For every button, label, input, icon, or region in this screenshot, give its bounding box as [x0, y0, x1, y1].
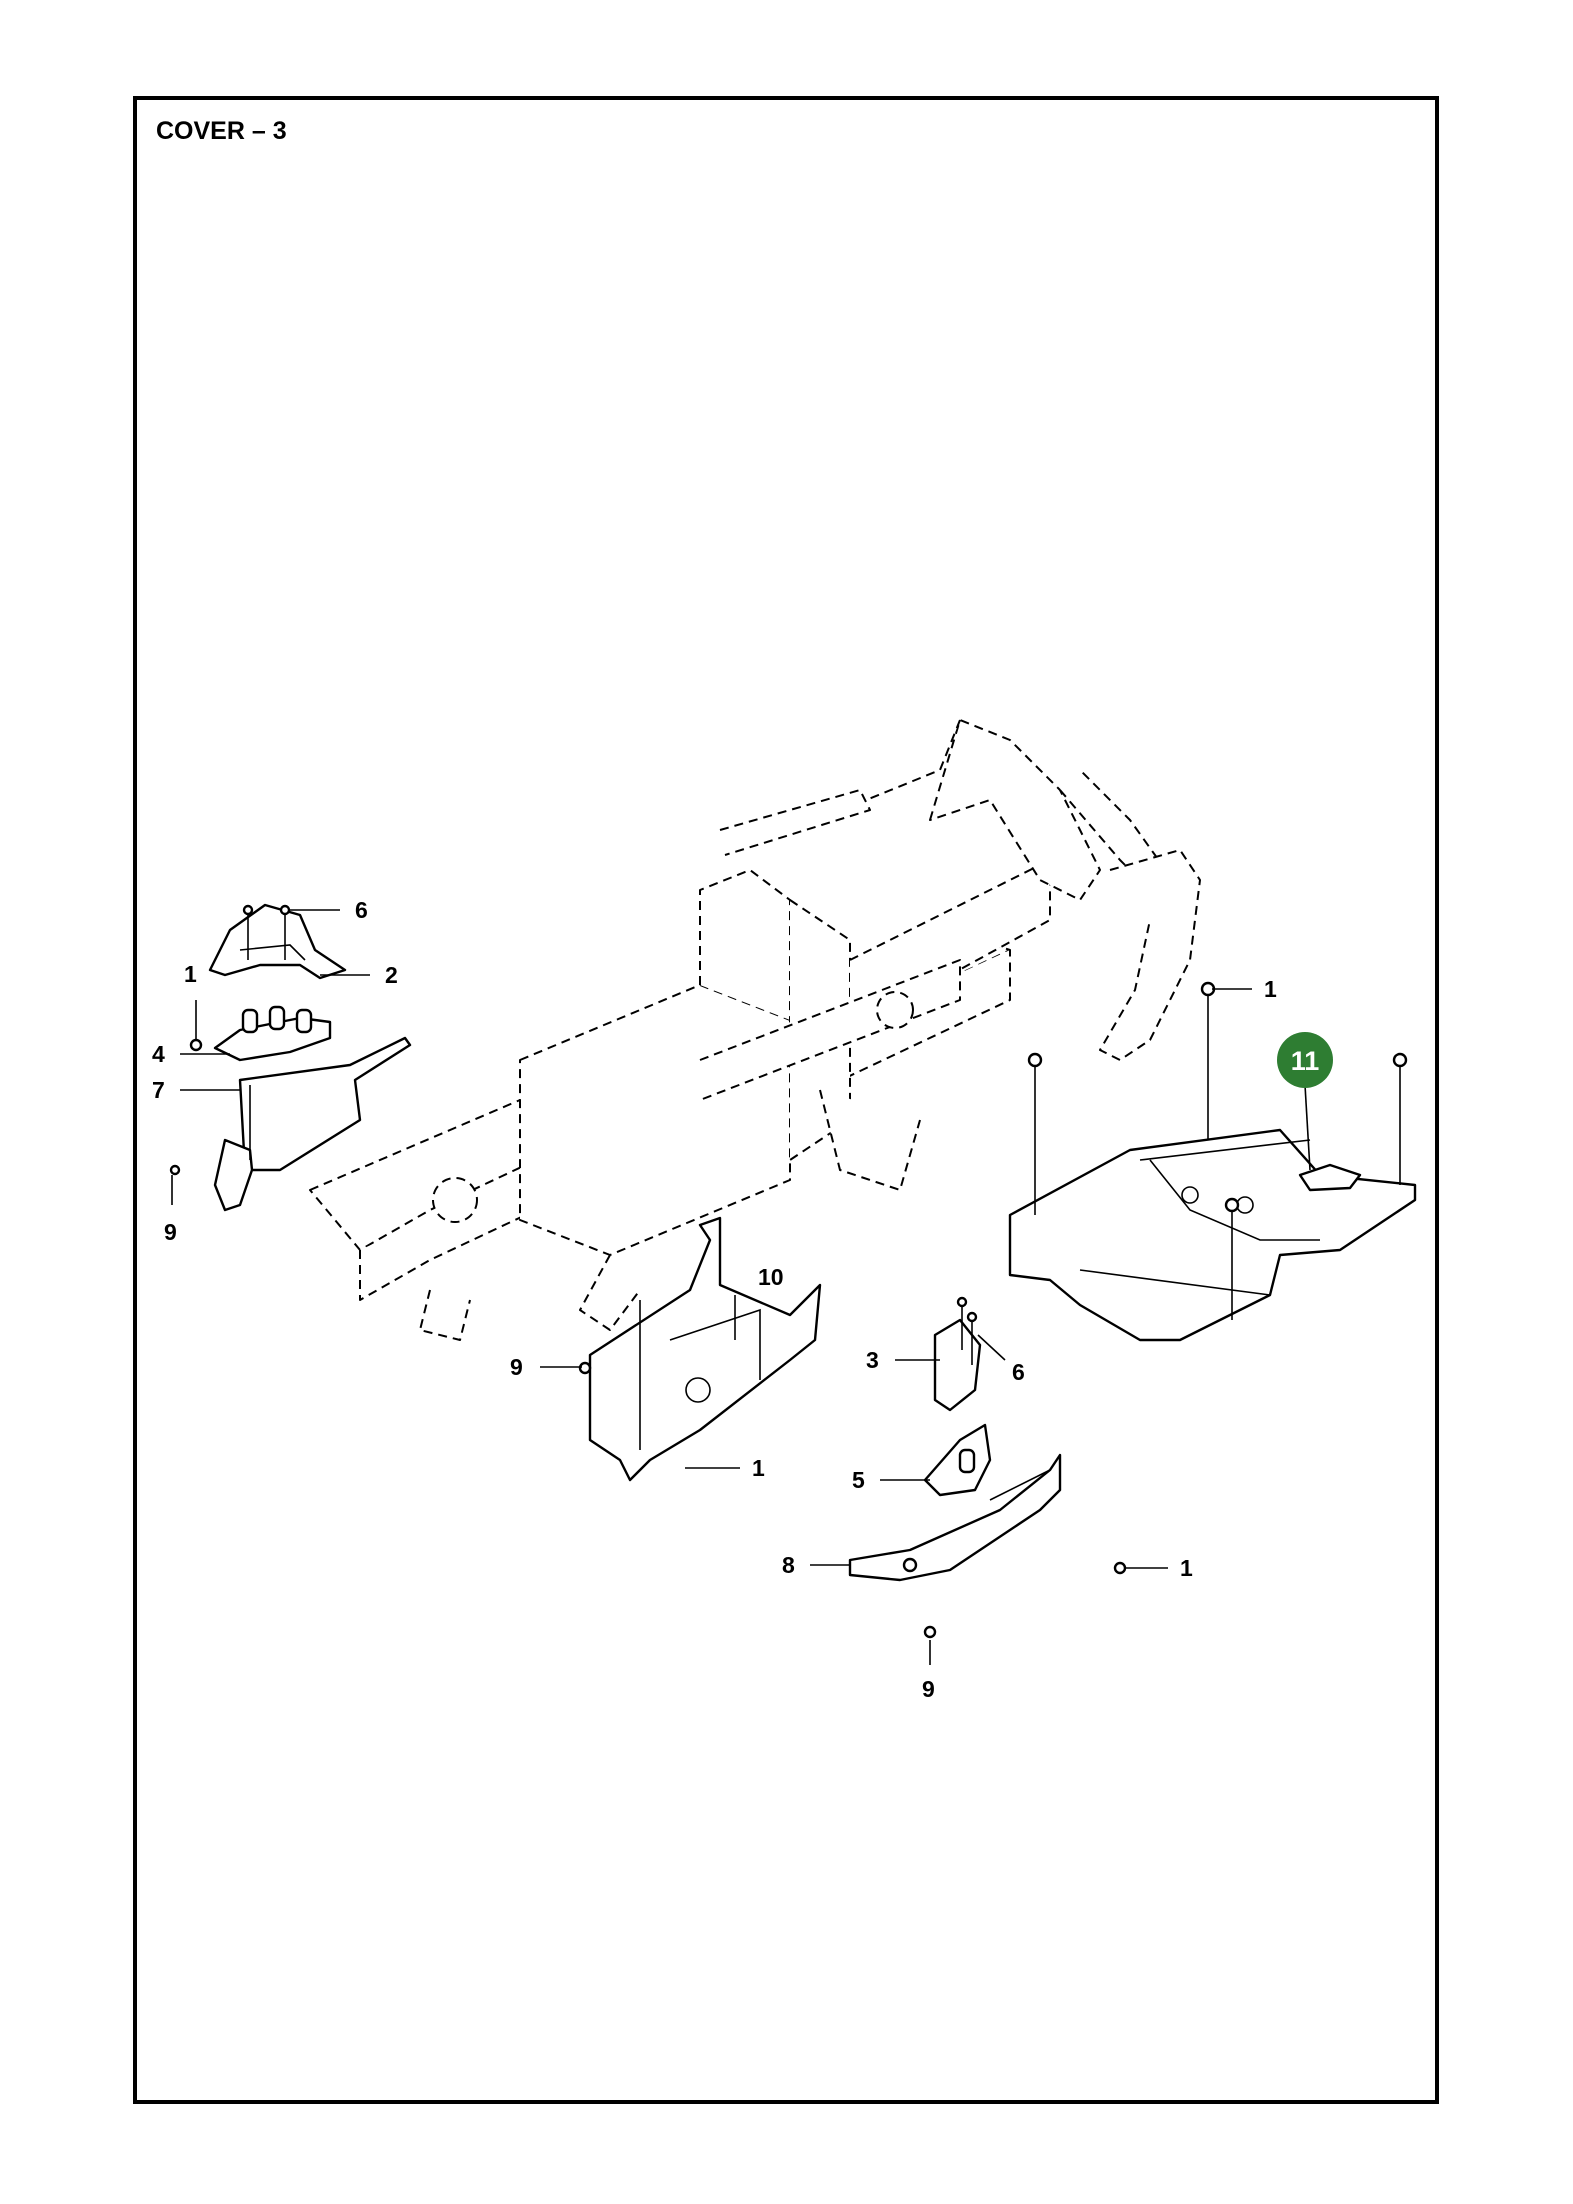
- part-10-tunnel-cover: [578, 1216, 822, 1482]
- part-11-floor-plate: [1008, 981, 1417, 1342]
- callout-2: 2: [385, 962, 398, 988]
- callout-6: 6: [1012, 1359, 1025, 1385]
- page-border: [133, 96, 1439, 2104]
- chassis-frame: [309, 719, 1201, 1341]
- callout-7: 7: [152, 1077, 165, 1103]
- callout-9: 9: [510, 1354, 523, 1380]
- part-3-cover: [933, 1296, 982, 1412]
- callout-1: 1: [1264, 976, 1277, 1002]
- callout-8: 8: [782, 1552, 795, 1578]
- highlight-badge-circle: [1277, 1032, 1333, 1088]
- highlight-badge-label: 11: [1291, 1046, 1320, 1076]
- callout-9: 9: [164, 1219, 177, 1245]
- callout-labels: 6 1 2 4 7 9 1 10 9 1 3 6 5 8 1 9: [152, 897, 1277, 1702]
- callout-5: 5: [852, 1467, 865, 1493]
- callout-10: 10: [758, 1264, 784, 1290]
- part-5-cover: [923, 1423, 992, 1497]
- callout-1: 1: [184, 961, 197, 987]
- part-4-base-plate: [189, 1005, 332, 1062]
- part-8-side-cover: [848, 1453, 1127, 1639]
- callout-4: 4: [152, 1041, 165, 1067]
- callout-6: 6: [355, 897, 368, 923]
- callout-leaders: [171, 909, 1311, 1665]
- part-7-bracket: [169, 1036, 412, 1212]
- callout-1: 1: [1180, 1555, 1193, 1581]
- callout-3: 3: [866, 1347, 879, 1373]
- page-title: COVER – 3: [156, 117, 287, 145]
- callout-9: 9: [922, 1676, 935, 1702]
- part-2-cover: [208, 903, 347, 980]
- callout-1: 1: [752, 1455, 765, 1481]
- highlight-badge-11[interactable]: 11: [1277, 1032, 1333, 1088]
